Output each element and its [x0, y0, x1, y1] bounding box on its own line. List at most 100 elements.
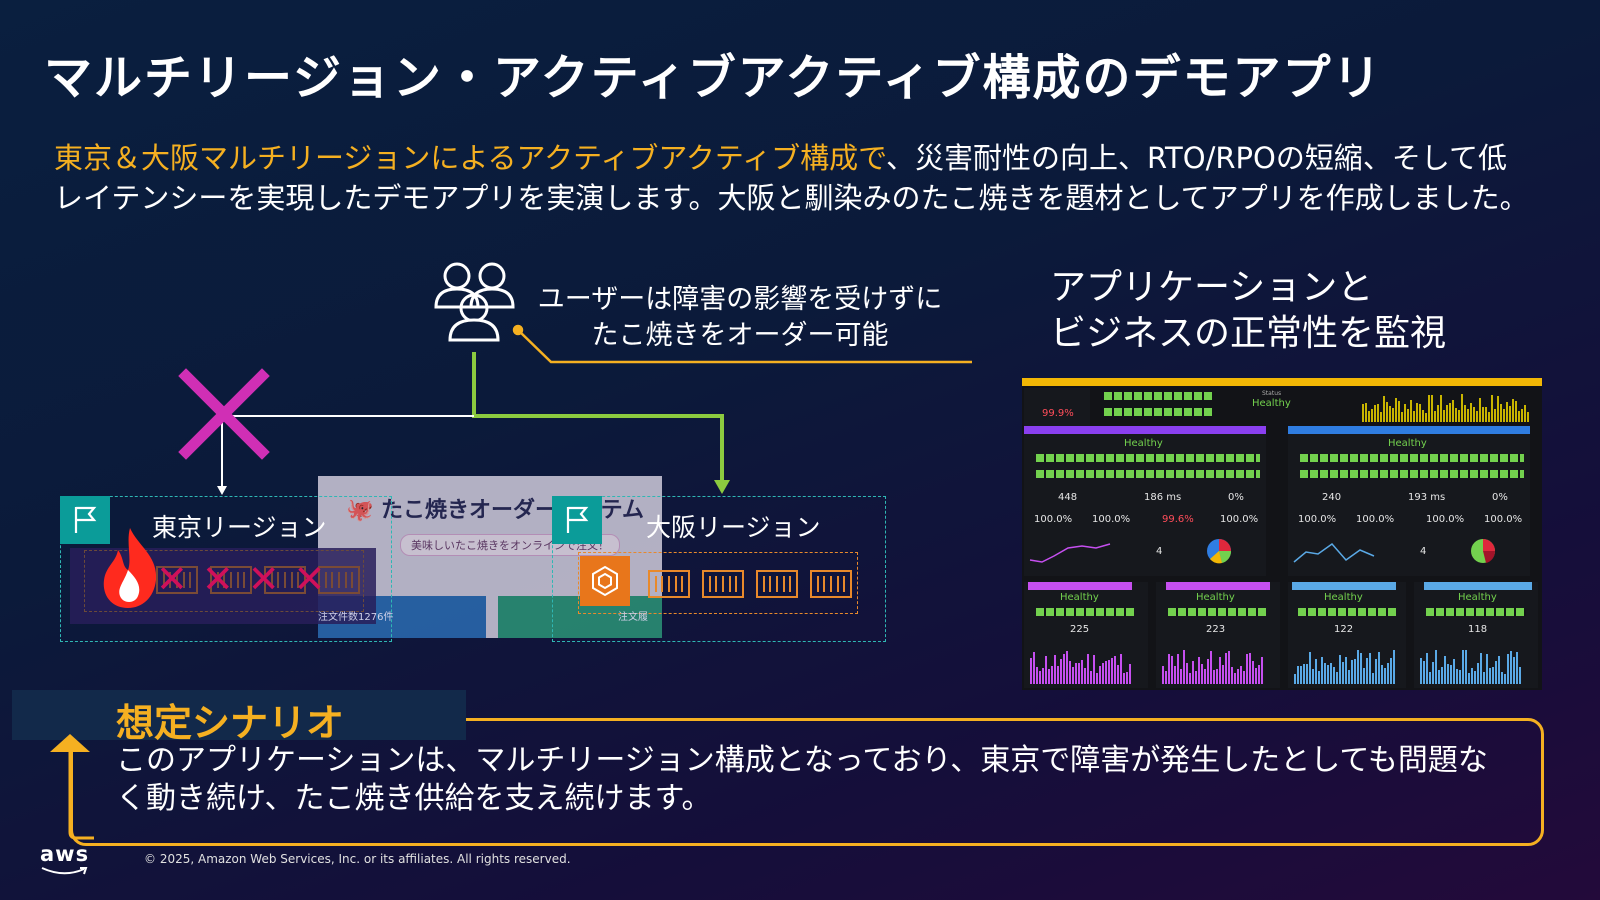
bar-mark [1416, 403, 1418, 422]
tokyo-stat3: 0% [1228, 492, 1244, 503]
user-note: ユーザーは障害の影響を受けずに たこ焼きをオーダー可能 [520, 282, 960, 354]
dashboard-top-bar [1022, 378, 1542, 386]
intro-highlight: 東京＆大阪マルチリージョンによるアクティブアクティブ構成で [54, 141, 887, 175]
bar-mark [1207, 659, 1209, 684]
az-panel-4: Healthy 118 [1414, 582, 1538, 688]
osaka-order-note: 注文履 [618, 612, 648, 623]
bar-mark [1371, 409, 1373, 422]
aws-logo: aws [40, 842, 90, 866]
bar-mark [1395, 398, 1397, 422]
tokyo-instances [156, 566, 360, 594]
tokyo-pie-chart [1207, 539, 1232, 564]
bar-mark [1423, 661, 1425, 684]
tokyo-region-label: 東京リージョン [152, 513, 327, 542]
scenario-tab [12, 690, 466, 740]
bar-mark [1303, 664, 1305, 684]
health-row [1300, 470, 1524, 478]
tokyo-pct2: 100.0% [1092, 514, 1131, 525]
instance-failure-marks: ✕ ✕ ✕ ✕ [156, 560, 325, 598]
osaka-healthy: Healthy [1388, 438, 1427, 449]
bar-mark [1380, 412, 1382, 422]
bar-mark [1501, 672, 1503, 684]
overall-panel: 99.9% [1024, 388, 1090, 428]
bar-mark [1368, 411, 1370, 422]
bar-mark [1471, 668, 1473, 684]
az4-healthy: Healthy [1458, 592, 1497, 603]
tokyo-pct1: 100.0% [1034, 514, 1073, 525]
bar-mark [1117, 665, 1119, 684]
bar-mark [1372, 673, 1374, 684]
ec2-instance-icon [810, 570, 852, 598]
bar-mark [1365, 403, 1367, 422]
bar-mark [1444, 656, 1446, 684]
ec2-instance-icon [264, 566, 306, 594]
bar-mark [1516, 652, 1518, 684]
failure-x-icon: ✕ [293, 557, 326, 601]
bar-mark [1186, 663, 1188, 684]
az3-value: 122 [1334, 624, 1354, 635]
bar-mark [1249, 653, 1251, 684]
az-panel-header [1424, 582, 1532, 590]
bar-mark [1440, 395, 1442, 422]
bar-mark [1093, 655, 1095, 684]
bar-mark [1512, 399, 1514, 422]
bar-mark [1255, 668, 1257, 684]
bar-mark [1201, 664, 1203, 684]
monitoring-title-line1: アプリケーションと [1050, 267, 1374, 308]
bar-mark [1477, 663, 1479, 684]
bar-mark [1339, 655, 1341, 684]
bar-mark [1447, 664, 1449, 684]
bar-mark [1446, 405, 1448, 422]
health-row [1036, 608, 1134, 616]
bar-mark [1462, 650, 1464, 684]
ec2-instance-icon [318, 566, 360, 594]
user-note-line2: たこ焼きをオーダー可能 [591, 320, 889, 351]
bar-mark [1318, 671, 1320, 684]
az4-value: 118 [1468, 624, 1488, 635]
osaka-stat1: 240 [1322, 492, 1342, 503]
health-row [1300, 454, 1524, 462]
bar-mark [1231, 667, 1233, 684]
tokyo-stat1: 448 [1058, 492, 1078, 503]
bar-mark [1342, 662, 1344, 684]
ec2-instance-icon [210, 566, 252, 594]
bar-mark [1482, 407, 1484, 422]
az4-bar-chart [1420, 648, 1521, 684]
status-label: Status [1262, 390, 1282, 397]
bar-mark [1375, 659, 1377, 684]
bar-mark [1389, 406, 1391, 422]
tokyo-healthy: Healthy [1124, 438, 1163, 449]
blocked-x-icon [178, 368, 270, 460]
ec2-instance-icon [156, 566, 198, 594]
bar-mark [1407, 409, 1409, 422]
osaka-pct2: 100.0% [1356, 514, 1395, 525]
osaka-stat3: 0% [1492, 492, 1508, 503]
tokyo-panel-header [1024, 426, 1266, 434]
az3-healthy: Healthy [1324, 592, 1363, 603]
bar-mark [1105, 661, 1107, 684]
ec2-instance-icon [702, 570, 744, 598]
bar-mark [1470, 403, 1472, 422]
bar-mark [1438, 670, 1440, 684]
bar-mark [1084, 668, 1086, 684]
bar-mark [1171, 656, 1173, 684]
bar-mark [1111, 658, 1113, 684]
bar-mark [1327, 665, 1329, 684]
bar-mark [1246, 654, 1248, 684]
bar-mark [1228, 651, 1230, 684]
az3-bar-chart [1294, 648, 1395, 684]
bar-mark [1087, 654, 1089, 684]
osaka-latency-line-chart [1293, 542, 1375, 563]
tokyo-stat2: 186 ms [1144, 492, 1182, 503]
bar-mark [1369, 653, 1371, 684]
osaka-dashboard-panel: Healthy 240 193 ms 0% 100.0% 100.0% 100.… [1288, 426, 1530, 576]
bar-mark [1404, 404, 1406, 422]
bar-mark [1345, 657, 1347, 684]
bar-mark [1063, 654, 1065, 684]
bar-mark [1495, 661, 1497, 684]
bar-mark [1222, 665, 1224, 684]
bar-mark [1384, 668, 1386, 684]
bar-mark [1387, 663, 1389, 684]
bar-mark [1315, 659, 1317, 684]
bar-mark [1413, 411, 1415, 422]
